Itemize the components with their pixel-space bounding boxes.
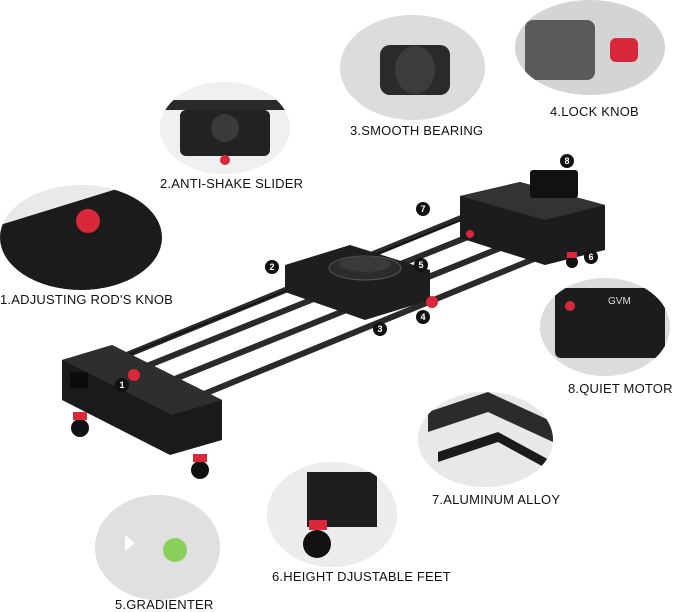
label-aluminum-alloy: 7.ALUMINUM ALLOY bbox=[432, 492, 561, 507]
badge-8: 8 bbox=[560, 154, 574, 168]
callout-height-adjustable-feet bbox=[267, 462, 397, 567]
callout-lock-knob bbox=[515, 0, 665, 95]
label-smooth-bearing: 3.SMOOTH BEARING bbox=[350, 123, 484, 138]
callout-anti-shake-slider bbox=[160, 82, 290, 174]
badge-5: 5 bbox=[414, 258, 428, 272]
badge-4: 4 bbox=[416, 310, 430, 324]
brand-logo: GVM bbox=[608, 296, 631, 307]
left-end-block bbox=[62, 345, 222, 455]
label-height-adjustable-feet: 6.HEIGHT DJUSTABLE FEET bbox=[272, 569, 451, 584]
label-quiet-motor: 8.QUIET MOTOR bbox=[568, 381, 673, 396]
badge-3: 3 bbox=[373, 322, 387, 336]
feet bbox=[71, 252, 578, 479]
callout-adjusting-rod-knob bbox=[0, 185, 162, 290]
right-end-block bbox=[460, 170, 605, 265]
callout-smooth-bearing bbox=[340, 15, 485, 120]
label-lock-knob: 4.LOCK KNOB bbox=[550, 104, 639, 119]
badge-1: 1 bbox=[115, 378, 129, 392]
callout-gradienter bbox=[95, 495, 220, 600]
label-adjusting-rod-knob: 1.ADJUSTING ROD'S KNOB bbox=[0, 292, 174, 307]
carriage bbox=[285, 245, 430, 320]
badge-6: 6 bbox=[584, 250, 598, 264]
label-gradienter: 5.GRADIENTER bbox=[115, 597, 214, 612]
label-anti-shake-slider: 2.ANTI-SHAKE SLIDER bbox=[160, 176, 304, 191]
callout-aluminum-alloy bbox=[418, 392, 553, 487]
badge-7: 7 bbox=[416, 202, 430, 216]
callout-quiet-motor: GVM bbox=[540, 278, 670, 376]
red-knobs bbox=[128, 230, 474, 381]
badge-2: 2 bbox=[265, 260, 279, 274]
